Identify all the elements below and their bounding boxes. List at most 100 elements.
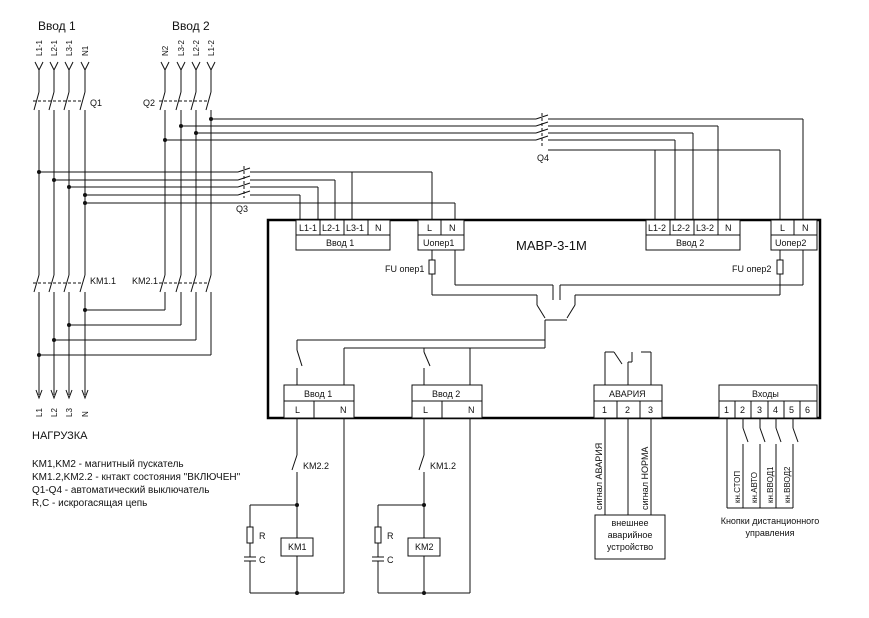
wire-label-l3-2: L3-2 <box>177 39 186 56</box>
q4-wiring <box>165 113 804 220</box>
alarm-term-2: 2 <box>625 405 630 415</box>
btn-auto-label: кн.АВТО <box>750 472 759 503</box>
vvod1-terminal-block <box>295 219 391 251</box>
out1-term-l: L <box>295 405 300 415</box>
input1-title: Ввод 1 <box>38 19 76 33</box>
km11-label: KM1.1 <box>90 276 116 286</box>
coil-circuit-1 <box>244 418 345 595</box>
btn-stop-label: кн.СТОП <box>733 471 742 503</box>
r2-label: R <box>387 531 394 541</box>
vvod2-block-label: Ввод 2 <box>676 238 704 248</box>
vvod2-terminal-block <box>645 219 741 251</box>
buttons-caption-line1: Кнопки дистанционного <box>721 516 820 526</box>
r1-label: R <box>259 531 266 541</box>
uoper2-term-n: N <box>802 223 809 233</box>
load-wire-l3: L3 <box>65 408 74 417</box>
km22-label: KM2.2 <box>303 461 329 471</box>
wire-label-l3-1: L3-1 <box>65 39 74 56</box>
fuse-fu2 <box>560 250 804 296</box>
inputs-terminal-block <box>718 384 818 419</box>
out1-term-n: N <box>340 405 347 415</box>
legend-line-3: Q1-Q4 - автоматический выключатель <box>32 485 210 496</box>
vvod2-term-3: L3-2 <box>696 223 714 233</box>
ext-device-line3: устройство <box>607 542 653 552</box>
inputs-term-3: 3 <box>757 405 762 415</box>
km2-coil-label: KM2 <box>415 542 434 552</box>
buttons-caption-line2: управления <box>745 528 794 538</box>
wire-label-l2-1: L2-1 <box>50 39 59 56</box>
out2-term-n: N <box>468 405 475 415</box>
uoper1-term-n: N <box>449 223 456 233</box>
legend-line-1: KM1,KM2 - магнитный пускатель <box>32 459 184 470</box>
uoper2-terminal-block <box>770 219 818 251</box>
uoper1-terminal-block <box>417 219 465 251</box>
vvod2-term-1: L1-2 <box>648 223 666 233</box>
fu1-label: FU опер1 <box>385 264 424 274</box>
inputs-term-6: 6 <box>805 405 810 415</box>
q3-label: Q3 <box>236 204 248 214</box>
vvod1-block-label: Ввод 1 <box>326 238 354 248</box>
legend-line-2: KM1.2,KM2.2 - кнтакт состояния "ВКЛЮЧЕН" <box>32 472 241 483</box>
out2-label: Ввод 2 <box>432 389 460 399</box>
coil-circuit-2 <box>372 418 471 595</box>
inputs-label: Входы <box>752 389 779 399</box>
q4-label: Q4 <box>537 153 549 163</box>
input2-title: Ввод 2 <box>172 19 210 33</box>
out2-terminal-block <box>411 384 483 419</box>
km12-label: KM1.2 <box>430 461 456 471</box>
vvod2-term-2: L2-2 <box>672 223 690 233</box>
load-wire-l1: L1 <box>35 408 44 417</box>
uoper2-term-l: L <box>780 223 785 233</box>
q3-wiring <box>39 166 433 220</box>
device-title: МАВР-3-1М <box>516 238 587 253</box>
q2-label: Q2 <box>143 98 155 108</box>
load-junction-dots <box>37 117 213 357</box>
fu2-label: FU опер2 <box>732 264 771 274</box>
vvod1-term-2: L2-1 <box>322 223 340 233</box>
load-title: НАГРУЗКА <box>32 430 88 442</box>
out1-label: Ввод 1 <box>304 389 332 399</box>
load-arrows <box>35 389 89 400</box>
wire-label-l2-2: L2-2 <box>192 39 201 56</box>
wire-label-n1: N1 <box>81 45 90 56</box>
uoper2-label: Uопер2 <box>775 238 806 248</box>
uoper1-term-l: L <box>427 223 432 233</box>
inputs-term-2: 2 <box>740 405 745 415</box>
alarm-signal-lines <box>594 418 666 560</box>
input-connectors <box>34 61 216 72</box>
mavr-device-box <box>266 218 822 420</box>
km21-label: KM2.1 <box>132 276 158 286</box>
vvod2-term-4: N <box>725 223 732 233</box>
internal-switch <box>296 285 576 385</box>
legend: KM1,KM2 - магнитный пускатель KM1.2,KM2.… <box>32 458 240 510</box>
km1-coil-label: KM1 <box>288 542 307 552</box>
ext-device-line1: внешнее <box>612 518 649 528</box>
alarm-term-3: 3 <box>648 405 653 415</box>
load-wire-l2: L2 <box>50 408 59 417</box>
input1-lines <box>33 70 86 395</box>
vvod1-term-4: N <box>375 223 382 233</box>
input2-lines <box>39 70 212 356</box>
uoper1-label: Uопер1 <box>423 238 454 248</box>
wire-label-n2: N2 <box>161 45 170 56</box>
q1-label: Q1 <box>90 98 102 108</box>
vvod1-term-1: L1-1 <box>299 223 317 233</box>
inputs-term-1: 1 <box>724 405 729 415</box>
wire-label-l1-2: L1-2 <box>207 39 216 56</box>
vvod1-term-3: L3-1 <box>346 223 364 233</box>
fuse-fu1 <box>428 250 553 296</box>
btn-vvod2-label: кн.ВВОД2 <box>783 466 792 503</box>
ext-device-line2: аварийное <box>608 530 653 540</box>
wire-label-l1-1: L1-1 <box>35 39 44 56</box>
signal-norm-label: сигнал НОРМА <box>640 447 650 510</box>
remote-buttons-wiring <box>726 418 799 509</box>
btn-vvod1-label: кн.ВВОД1 <box>766 466 775 503</box>
alarm-terminal-block <box>593 351 663 419</box>
c2-label: C <box>387 555 394 565</box>
uoper1-n-feed <box>83 201 456 220</box>
out1-terminal-block <box>283 384 355 419</box>
c1-label: C <box>259 555 266 565</box>
inputs-term-5: 5 <box>789 405 794 415</box>
legend-line-4: R,C - искрогасящая цепь <box>32 498 148 509</box>
